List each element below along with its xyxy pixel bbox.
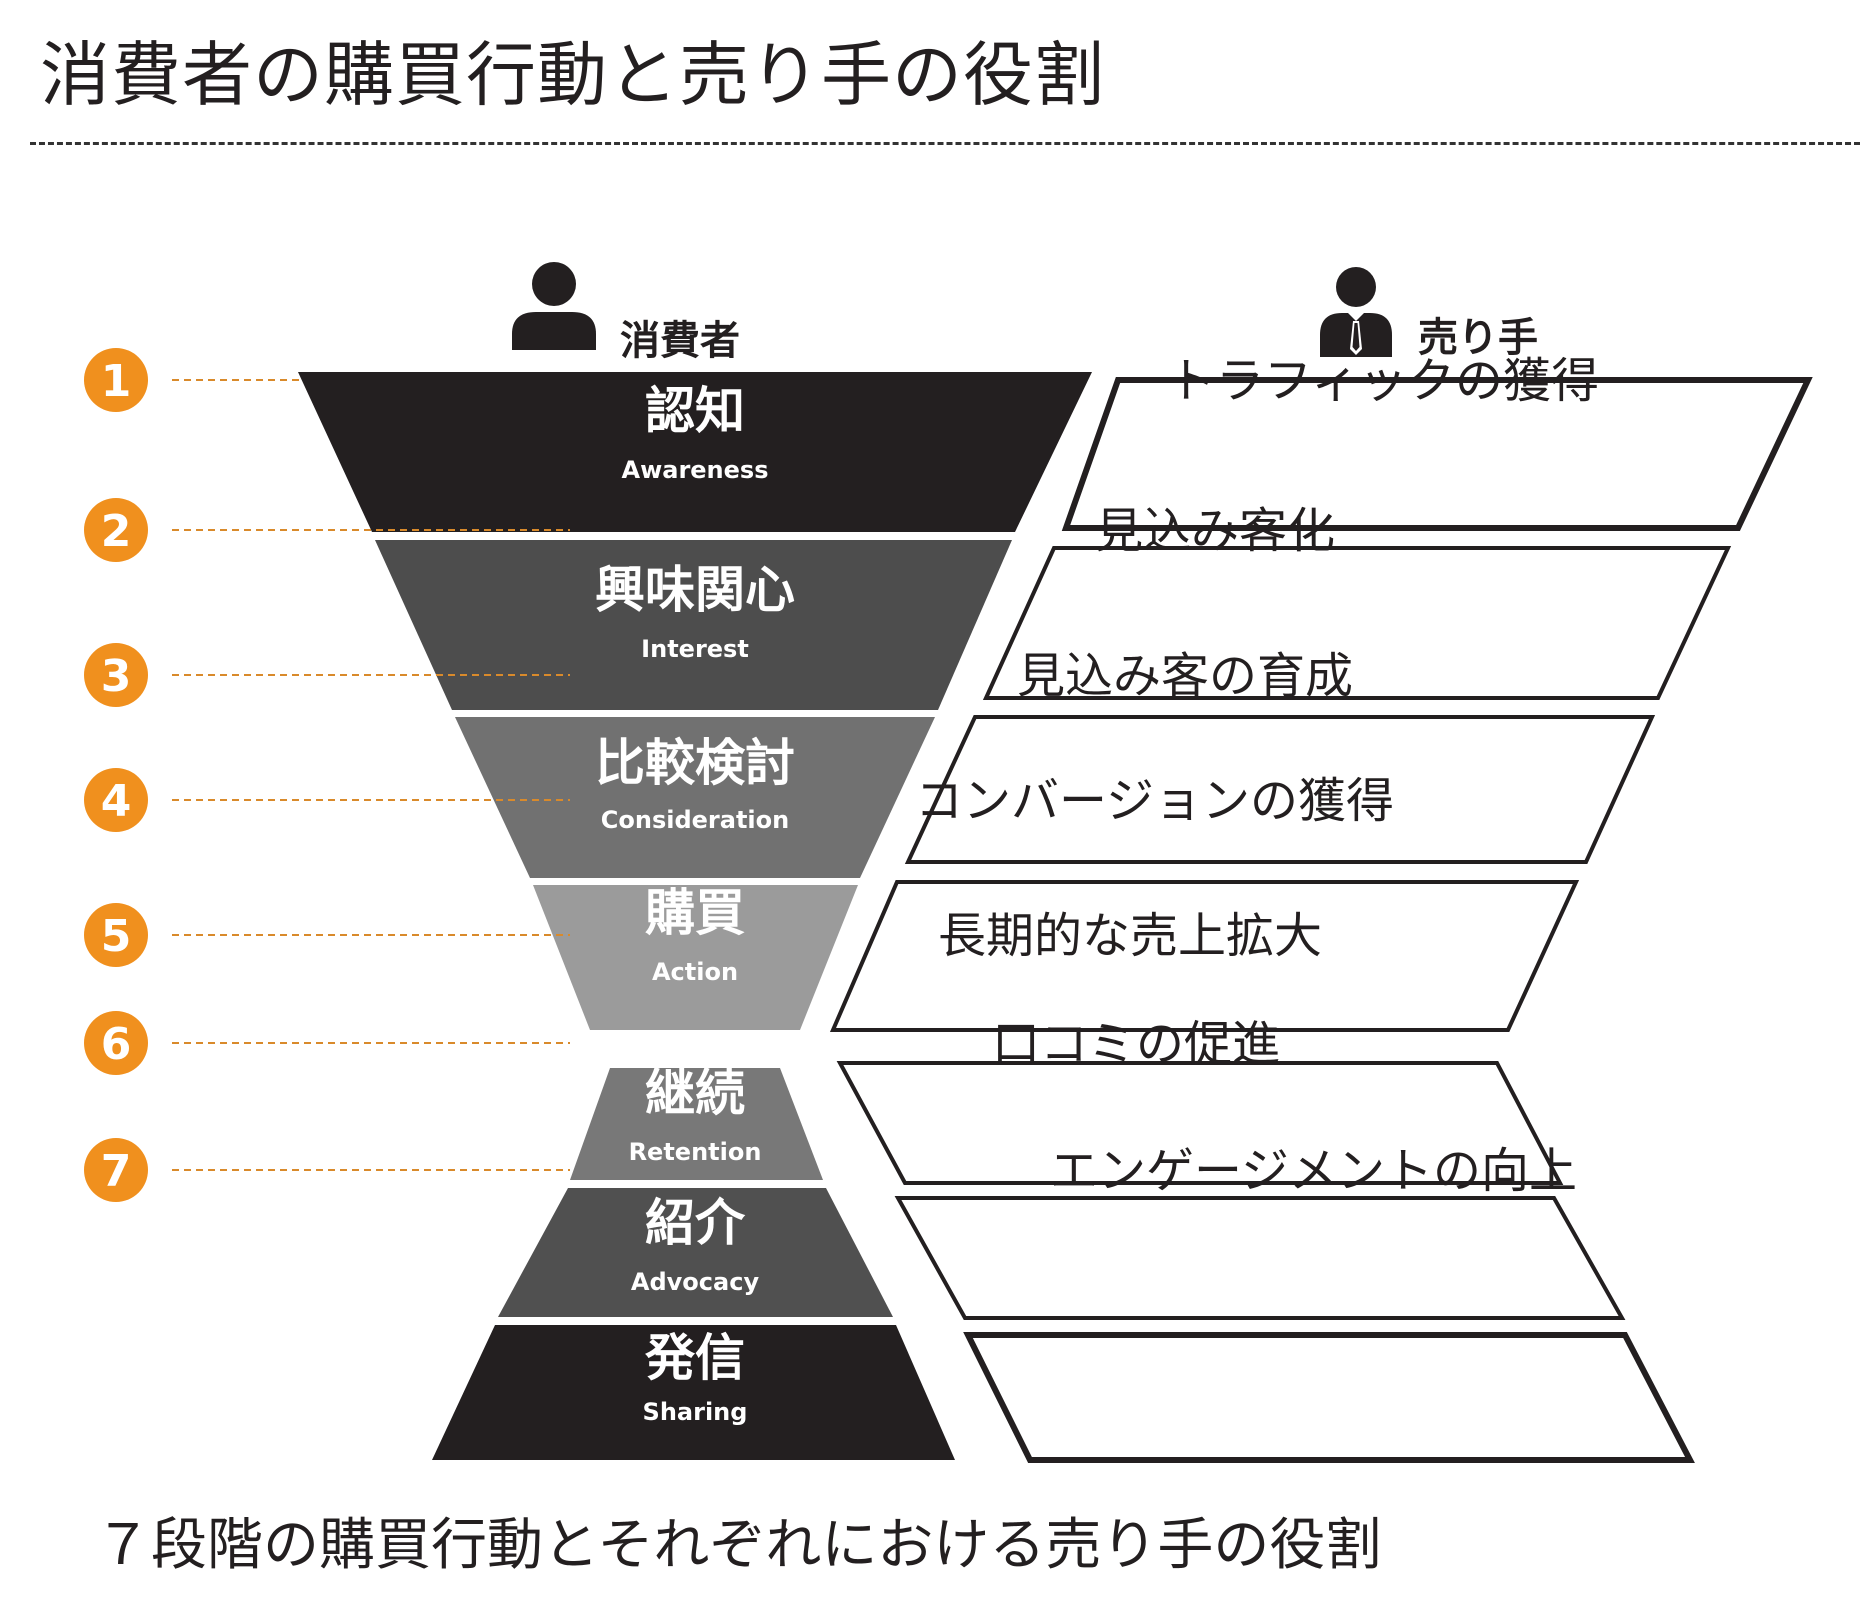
stage-number-6: 6 (101, 1019, 132, 1070)
funnel-segment-5 (570, 1068, 823, 1180)
stage-number-5: 5 (101, 911, 132, 962)
role-label-4: コンバージョンの獲得 (915, 773, 1394, 829)
stage-label-en-5: Retention (629, 1138, 762, 1166)
businessman-icon (1320, 267, 1392, 357)
page-title: 消費者の購買行動と売り手の役割 (40, 34, 1105, 116)
funnel-segment-4 (533, 885, 858, 1030)
stage-number-2: 2 (101, 506, 132, 557)
funnel-segment-1 (298, 372, 1092, 532)
stage-number-badge-2 (84, 498, 148, 562)
consumer-header: 消費者 (620, 318, 740, 364)
role-label-1: トラフィックの獲得 (1168, 353, 1599, 409)
stage-number-badge-4 (84, 768, 148, 832)
stage-number-3: 3 (101, 651, 132, 702)
role-box-2 (982, 546, 1732, 700)
seller-header: 売り手 (1418, 315, 1538, 361)
stage-number-badge-6 (84, 1011, 148, 1075)
role-box-5 (836, 1061, 1564, 1185)
title-divider (30, 142, 1860, 145)
funnel-segment-7 (432, 1325, 955, 1460)
role-box-6 (894, 1196, 1626, 1320)
stage-number-badge-1 (84, 348, 148, 412)
stage-label-en-6: Advocacy (631, 1268, 760, 1296)
role-label-5: 長期的な売上拡大 (938, 908, 1322, 964)
stage-label-en-4: Action (652, 958, 738, 986)
role-label-7: エンゲージメントの向上 (1050, 1143, 1577, 1199)
role-box-7 (963, 1332, 1695, 1463)
funnel-segment-6 (498, 1188, 893, 1317)
stage-label-ja-1: 認知 (645, 382, 745, 440)
stage-label-en-2: Interest (641, 635, 749, 663)
role-label-6: 口コミの促進 (992, 1016, 1280, 1072)
stage-number-badge-3 (84, 643, 148, 707)
person-icon (512, 262, 596, 350)
stage-label-ja-3: 比較検討 (595, 734, 795, 792)
funnel-segment-2 (375, 540, 1012, 710)
role-label-2: 見込み客化 (1095, 503, 1335, 559)
stage-label-en-3: Consideration (601, 806, 789, 834)
role-label-3: 見込み客の育成 (1017, 648, 1353, 704)
role-box-4 (829, 880, 1580, 1032)
stage-number-badge-5 (84, 903, 148, 967)
stage-number-4: 4 (101, 776, 132, 827)
funnel-segment-3 (455, 717, 935, 878)
role-box-1 (1061, 377, 1813, 531)
stage-number-7: 7 (101, 1146, 132, 1197)
caption: ７段階の購買行動とそれぞれにおける売り手の役割 (95, 1513, 1382, 1578)
role-box-3 (904, 715, 1656, 864)
stage-number-badge-7 (84, 1138, 148, 1202)
stage-label-ja-5: 継続 (645, 1064, 745, 1122)
stage-label-ja-4: 購買 (645, 884, 745, 942)
stage-label-en-7: Sharing (643, 1398, 748, 1426)
stage-label-ja-2: 興味関心 (595, 561, 795, 619)
stage-number-1: 1 (101, 356, 132, 407)
stage-label-en-1: Awareness (622, 456, 769, 484)
stage-label-ja-7: 発信 (645, 1329, 745, 1387)
stage-label-ja-6: 紹介 (645, 1194, 746, 1252)
